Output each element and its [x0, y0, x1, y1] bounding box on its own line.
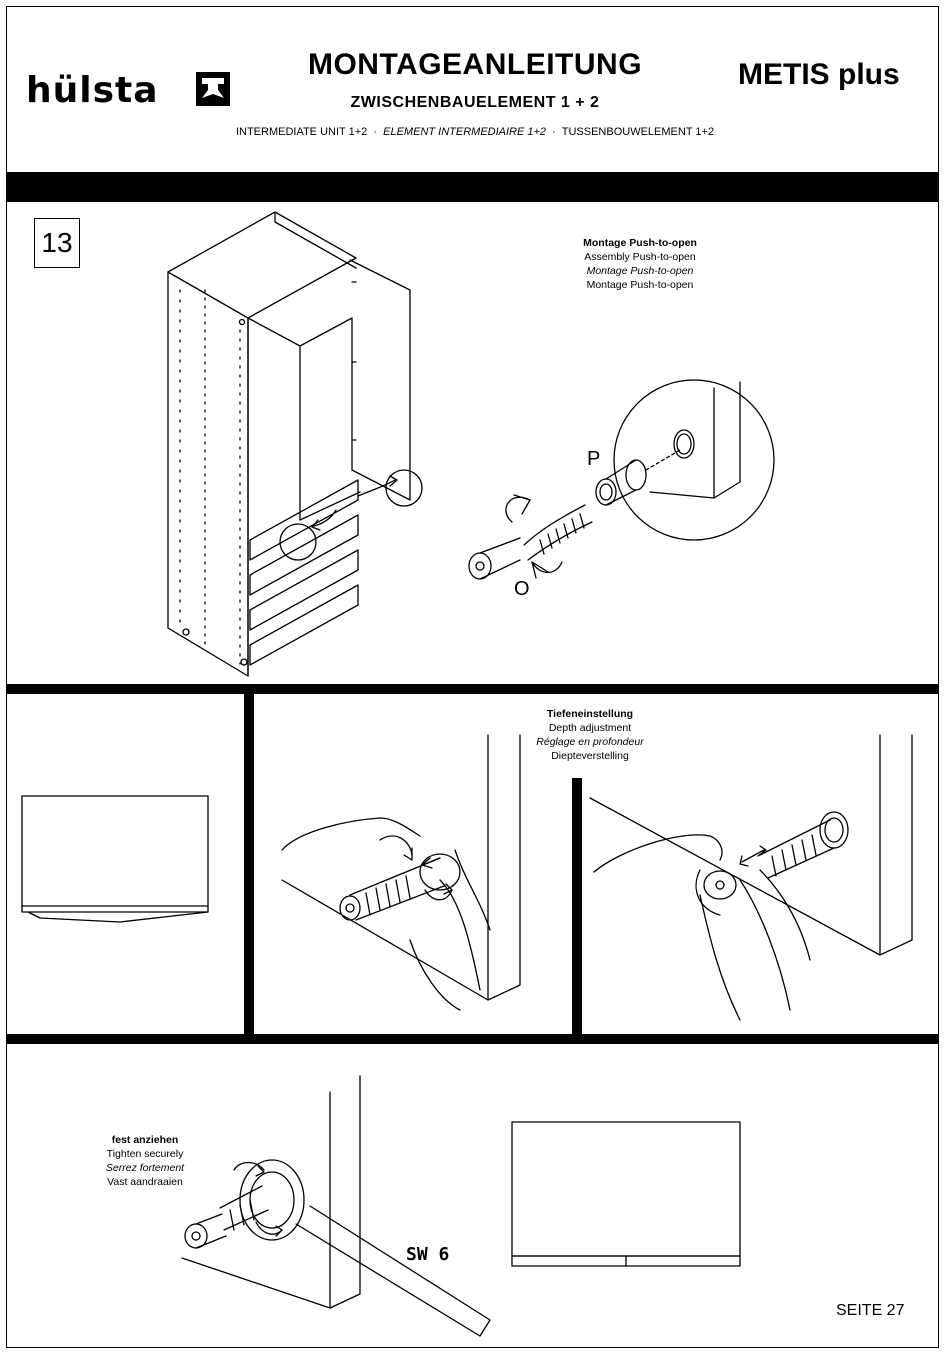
tighten-nl: Vast aandraaien: [107, 1176, 183, 1188]
title-en: INTERMEDIATE UNIT 1+2: [235, 126, 368, 138]
brand-name: hülsta: [26, 70, 159, 111]
depth-en: Depth adjustment: [548, 722, 632, 734]
depth-fr: Réglage en profondeur: [536, 736, 644, 748]
section-separator-1: [6, 684, 939, 694]
tighten-de: fest anziehen: [111, 1134, 179, 1146]
wrench-size-label: SW 6: [406, 1244, 450, 1265]
note-fr: Montage Push-to-open: [586, 265, 694, 277]
depth-de: Tiefeneinstellung: [546, 708, 634, 720]
title-fr: ELEMENT INTERMEDIAIRE 1+2: [383, 126, 547, 138]
tighten-fr: Serrez fortement: [105, 1162, 185, 1174]
depth-nl: Diepteverstelling: [551, 750, 629, 762]
page-subtitle: ZWISCHENBAUELEMENT 1 + 2: [350, 94, 600, 111]
note-nl: Montage Push-to-open: [586, 279, 694, 291]
note-en: Assembly Push-to-open: [584, 251, 696, 263]
label-p: P: [587, 448, 601, 470]
tighten-en: Tighten securely: [106, 1148, 184, 1160]
vertical-separator-1: [244, 694, 254, 1034]
language-line: INTERMEDIATE UNIT 1+2 · ELEMENT INTERMED…: [235, 126, 715, 138]
section-separator-2: [6, 1034, 939, 1044]
push-to-open-note: Montage Push-to-open Assembly Push-to-op…: [540, 236, 740, 292]
product-name: METIS plus: [738, 58, 900, 91]
depth-adjustment-note: Tiefeneinstellung Depth adjustment Régla…: [490, 707, 690, 763]
note-de: Montage Push-to-open: [583, 237, 697, 249]
header-band: [6, 172, 939, 202]
page-number: SEITE 27: [836, 1302, 905, 1319]
tighten-note: fest anziehen Tighten securely Serrez fo…: [85, 1133, 205, 1189]
vertical-separator-2: [572, 778, 582, 1034]
page-title: MONTAGEANLEITUNG: [307, 48, 643, 81]
page-frame: [6, 6, 939, 1348]
label-o: O: [514, 578, 530, 600]
step-number: 13: [34, 218, 80, 268]
title-nl: TUSSENBOUWELEMENT 1+2: [561, 126, 715, 138]
